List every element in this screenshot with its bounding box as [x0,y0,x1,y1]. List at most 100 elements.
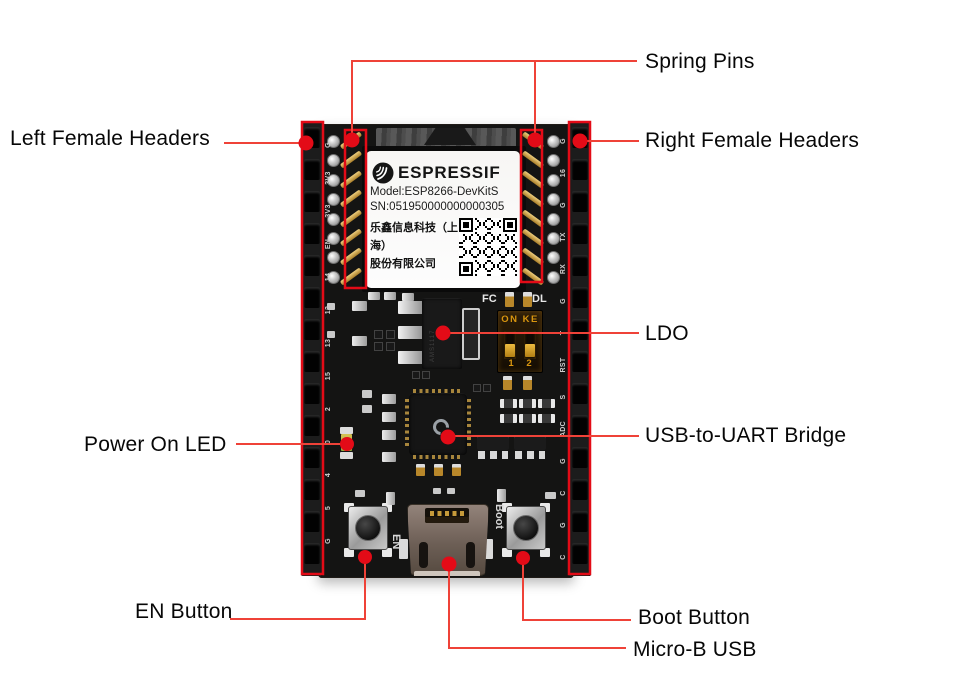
smd-pad [416,464,425,476]
pin-label: G [560,138,567,144]
usb-lip [414,571,480,576]
spring-pin [339,267,363,286]
header-hole [304,159,320,180]
pin-label: TX [560,232,567,242]
button-pad [382,548,392,557]
smd-pad [382,430,396,440]
header-hole [572,543,588,564]
usb-hole [419,542,428,568]
spring-pin-pad [327,270,340,284]
spring-pin [339,247,363,266]
led-pad [340,427,353,434]
smd-pad [352,301,367,311]
smd-pad [374,342,383,351]
smd-pad [500,399,517,408]
led-pad [340,452,353,459]
qr-code [459,218,517,276]
smd-pad [368,292,380,300]
header-hole [304,351,320,372]
ldo-marking-text: AMS1117 [430,329,436,362]
spring-pin [521,170,545,189]
spring-pin [521,247,545,266]
chip-pins [405,399,409,449]
pin-label: 4 [325,472,332,478]
header-hole [572,447,588,468]
model-text: Model:ESP8266-DevKitS [370,186,499,198]
pin-label: EN [325,238,332,250]
spring-pin-pad [547,173,560,187]
pin-label: G [560,202,567,208]
en-button-cap [355,515,381,541]
spring-pin [339,170,363,189]
ldo-pin [398,326,424,339]
callout-label-boot-button: Boot Button [638,606,750,629]
spring-pin-pad [327,173,340,187]
boot-button [506,506,546,550]
button-pad [344,548,354,557]
header-hole [304,255,320,276]
power-on-led [341,434,352,451]
usb-mount-pad [484,539,493,559]
spring-pin [521,131,545,150]
header-hole [572,127,588,148]
header-hole [304,415,320,436]
button-pad [540,548,550,557]
header-hole [572,351,588,372]
pin-label: 3V3 [325,171,332,185]
smd-pad [519,399,536,408]
pin-label: 0 [325,439,332,445]
pin-label: 14 [325,272,332,282]
micro-usb-connector [407,504,489,576]
callout-label-spring-pins: Spring Pins [645,50,755,73]
smd-pad [433,488,441,494]
spring-pin-pad [327,154,340,168]
spring-pin-pad [547,193,560,207]
header-hole [304,127,320,148]
callout-label-ldo: LDO [645,322,689,345]
company-text: 乐鑫信息科技（上海） 股份有限公司 [370,222,458,270]
smd-pad [374,330,383,339]
dip-switch: ON KE 1 2 [497,310,543,373]
pin-label: 16 [560,168,567,178]
header-hole [304,383,320,404]
smd-pad [447,488,455,494]
serial-number-text: SN:051950000000000305 [370,201,505,213]
smd-pad [473,384,481,392]
callout-label-usb-to-uart-bridge: USB-to-UART Bridge [645,424,847,447]
spring-pin-pad [547,270,560,284]
usb-mount-pad [399,539,408,559]
spring-pin [521,189,545,208]
spring-pin [521,228,545,247]
smd-pad [538,414,555,423]
header-hole [304,543,320,564]
spring-pin [521,267,545,286]
chip-logo [429,415,453,439]
smd-pad [386,342,395,351]
pin-label: G [560,298,567,304]
spring-pin-pad [547,251,560,265]
header-hole [572,191,588,212]
transistor [477,436,509,460]
ldo-pin [398,351,424,364]
en-button [348,506,388,550]
pin-label: 5 [325,505,332,511]
spring-pin [339,228,363,247]
smd-pad [382,394,396,404]
transistor [514,436,546,460]
header-hole [304,287,320,308]
spring-pin-pad [327,232,340,245]
spring-pins-left [327,131,367,289]
right-female-header [569,121,591,576]
chip-pins [413,389,463,393]
header-hole [572,383,588,404]
spring-pin-pad [547,212,560,226]
header-hole [572,223,588,244]
header-hole [304,319,320,340]
spring-pin-pad [547,232,560,245]
header-hole [572,287,588,308]
pin-label: 15 [325,371,332,381]
header-hole [304,479,320,500]
pin-label: S [560,394,567,400]
smd-pad [362,390,372,398]
smd-pad [505,292,514,307]
